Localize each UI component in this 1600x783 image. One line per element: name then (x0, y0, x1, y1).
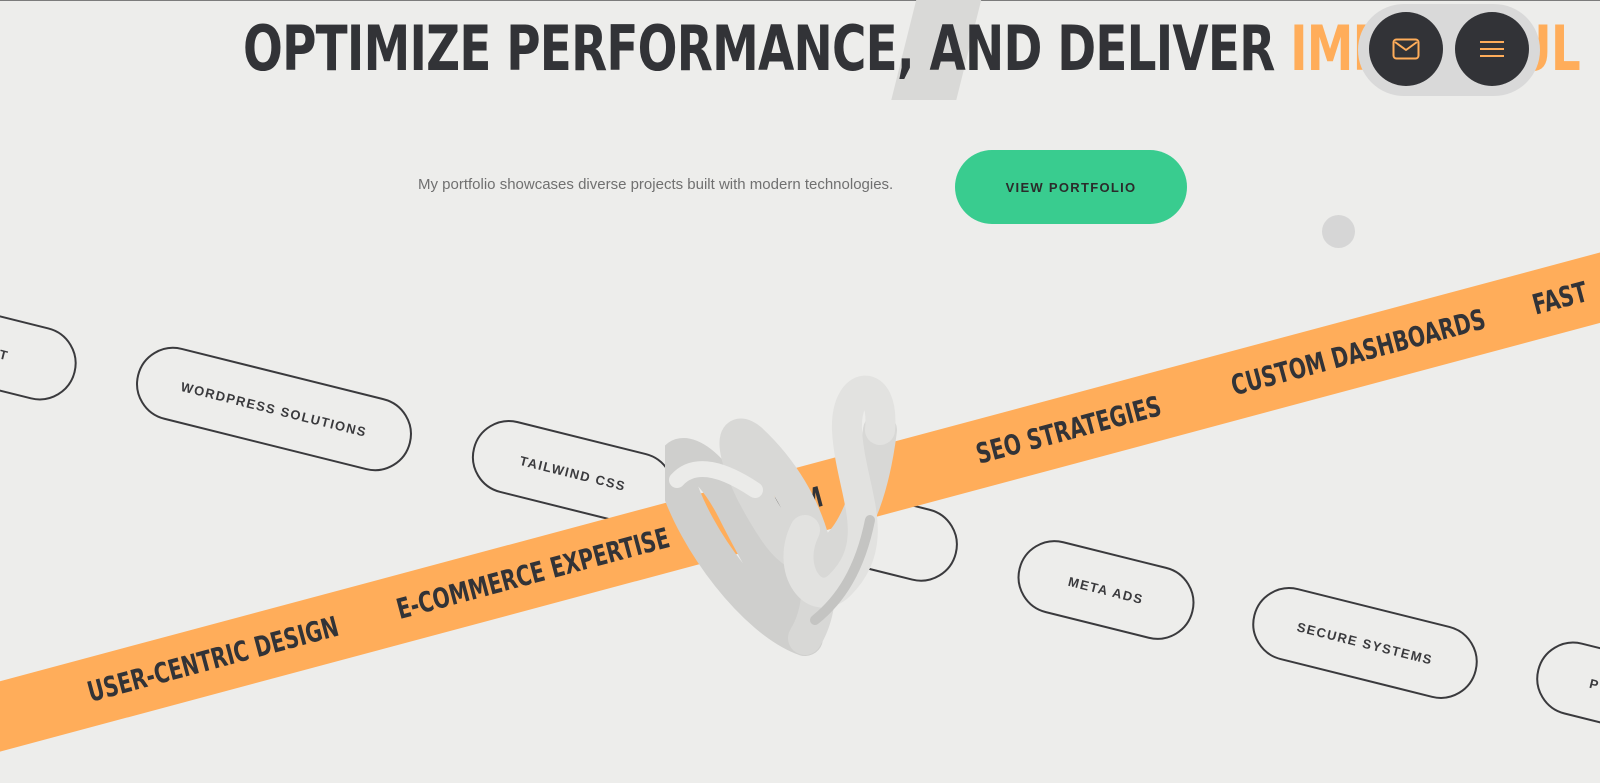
skill-pill: META ADS (1009, 532, 1203, 648)
view-portfolio-button[interactable]: VIEW PORTFOLIO (955, 150, 1187, 224)
skill-pill: SECURE SYSTEMS (1244, 579, 1486, 707)
band-item: CUSTOM DASHBOARDS (1227, 302, 1489, 403)
skill-pill: P (1528, 633, 1600, 745)
skill-pill: ENT (0, 295, 85, 409)
hamburger-menu-icon (1480, 41, 1504, 57)
band-item: FAST (1528, 275, 1591, 322)
band-item: E-COMMERCE EXPERTISE (392, 521, 674, 626)
skill-pill: WORDPRESS SOLUTIONS (128, 338, 420, 480)
hero-tagline: My portfolio showcases diverse projects … (418, 176, 894, 193)
mail-icon (1392, 38, 1420, 60)
3d-sculpture-image (665, 375, 897, 656)
contact-button[interactable] (1369, 12, 1443, 86)
band-item: SEO STRATEGIES (972, 389, 1165, 471)
top-border (0, 0, 1600, 1)
decorative-dot (1322, 215, 1355, 248)
band-item: USER-CENTRIC DESIGN (83, 609, 343, 709)
menu-button[interactable] (1455, 12, 1529, 86)
headline-main: OPTIMIZE PERFORMANCE, AND DELIVER (243, 12, 1275, 85)
